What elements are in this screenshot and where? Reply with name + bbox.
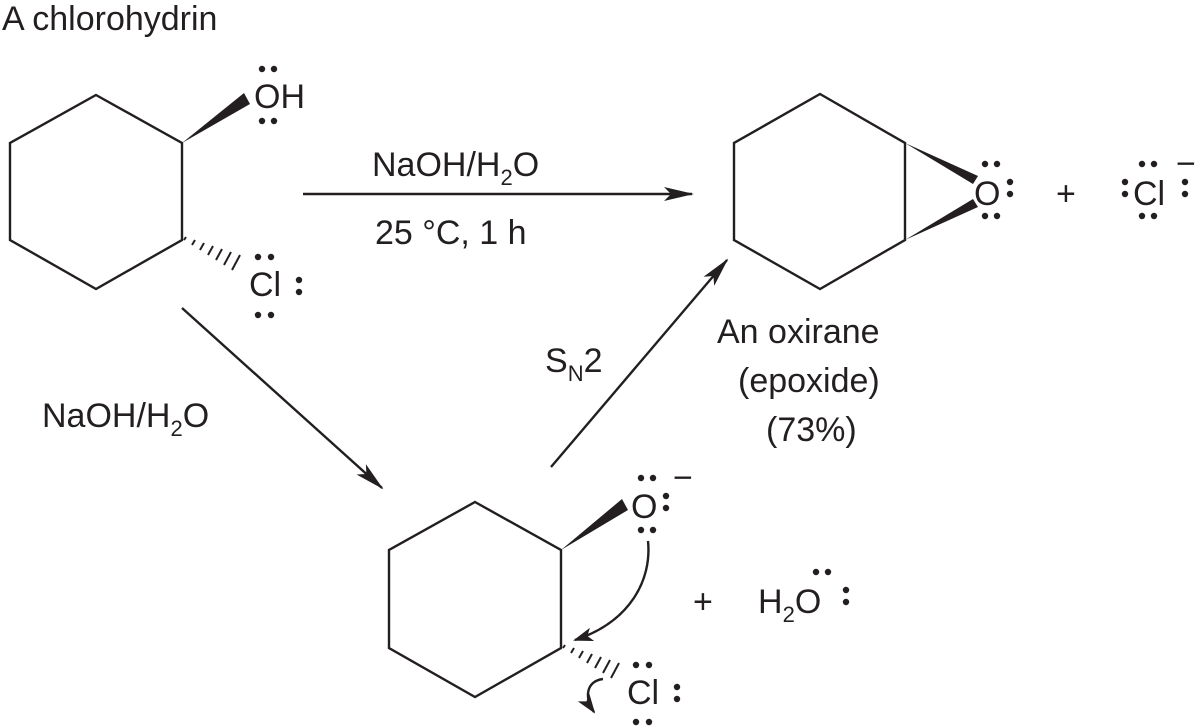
hash-bond — [183, 236, 241, 271]
chloride-label: Cl — [1133, 175, 1165, 213]
reagent-left-tail: O — [183, 397, 209, 435]
sn2-subscript: N — [568, 361, 584, 386]
plus-sign-top: + — [1056, 175, 1076, 213]
reagent-top-tail: O — [513, 146, 539, 184]
reaction-arrow-up-sn2 — [550, 258, 729, 468]
alkoxide-hash-bond — [562, 644, 620, 679]
chlorohydrin-molecule: OH Cl — [8, 65, 305, 319]
cl-lone-pairs — [254, 253, 303, 319]
reagent-top-label: NaOH/H2O — [372, 146, 539, 190]
chloride-lone-pairs — [1121, 160, 1189, 220]
water-h: H — [758, 583, 783, 621]
reagent-top-subscript: 2 — [500, 165, 512, 190]
water-o: O — [795, 583, 821, 621]
sn2-tail: 2 — [584, 342, 603, 380]
wedge-bond — [182, 93, 250, 143]
product-name-line2: (epoxide) — [738, 362, 880, 400]
product-yield: (73%) — [766, 411, 857, 449]
product-name-line1: An oxirane — [717, 313, 880, 351]
epoxide-wedge-bottom — [905, 199, 978, 240]
oh-lone-pairs — [258, 65, 278, 125]
water-label: H2O — [758, 583, 821, 627]
oh-label: OH — [254, 78, 305, 116]
reagent-left-main: NaOH/H — [42, 397, 170, 435]
reaction-arrow-down — [181, 307, 384, 490]
intermediate-cl-label: Cl — [627, 674, 659, 712]
water-subscript: 2 — [783, 602, 795, 627]
cyclohexane-ring — [8, 93, 184, 291]
water-lone-pairs — [812, 568, 850, 606]
title-label: A chlorohydrin — [2, 0, 217, 38]
reagent-left-subscript: 2 — [170, 416, 182, 441]
water-molecule: H2O — [758, 568, 850, 627]
chloride-ion: Cl − — [1121, 145, 1196, 220]
conditions-label: 25 °C, 1 h — [375, 214, 527, 252]
epoxide-wedge-top — [905, 143, 978, 184]
alkoxide-o-label: O — [631, 488, 657, 526]
sn2-label: SN2 — [545, 342, 603, 386]
plus-sign-bottom: + — [693, 583, 713, 621]
alkoxide-lone-pairs — [637, 474, 670, 534]
intermediate-cl-lone-pairs — [632, 661, 681, 726]
curved-arrow-attack — [573, 540, 650, 642]
epoxide-o-lone-pairs — [981, 160, 1014, 220]
alkoxide-cyclohexane-ring — [387, 500, 563, 699]
epoxide-cyclohexane-ring — [732, 92, 907, 291]
alkoxide-wedge-bond — [561, 499, 628, 550]
reagent-top-main: NaOH/H — [372, 146, 500, 184]
curved-arrow-leaving — [577, 677, 604, 714]
epoxide-molecule: O — [732, 92, 1014, 291]
alkoxide-intermediate: O − Cl — [387, 459, 693, 726]
chloride-charge: − — [1176, 145, 1196, 183]
cl-label: Cl — [249, 266, 281, 304]
reagent-left-label: NaOH/H2O — [42, 397, 209, 441]
alkoxide-charge: − — [673, 459, 693, 497]
sn2-main: S — [545, 342, 568, 380]
epoxide-o-label: O — [974, 175, 1000, 213]
